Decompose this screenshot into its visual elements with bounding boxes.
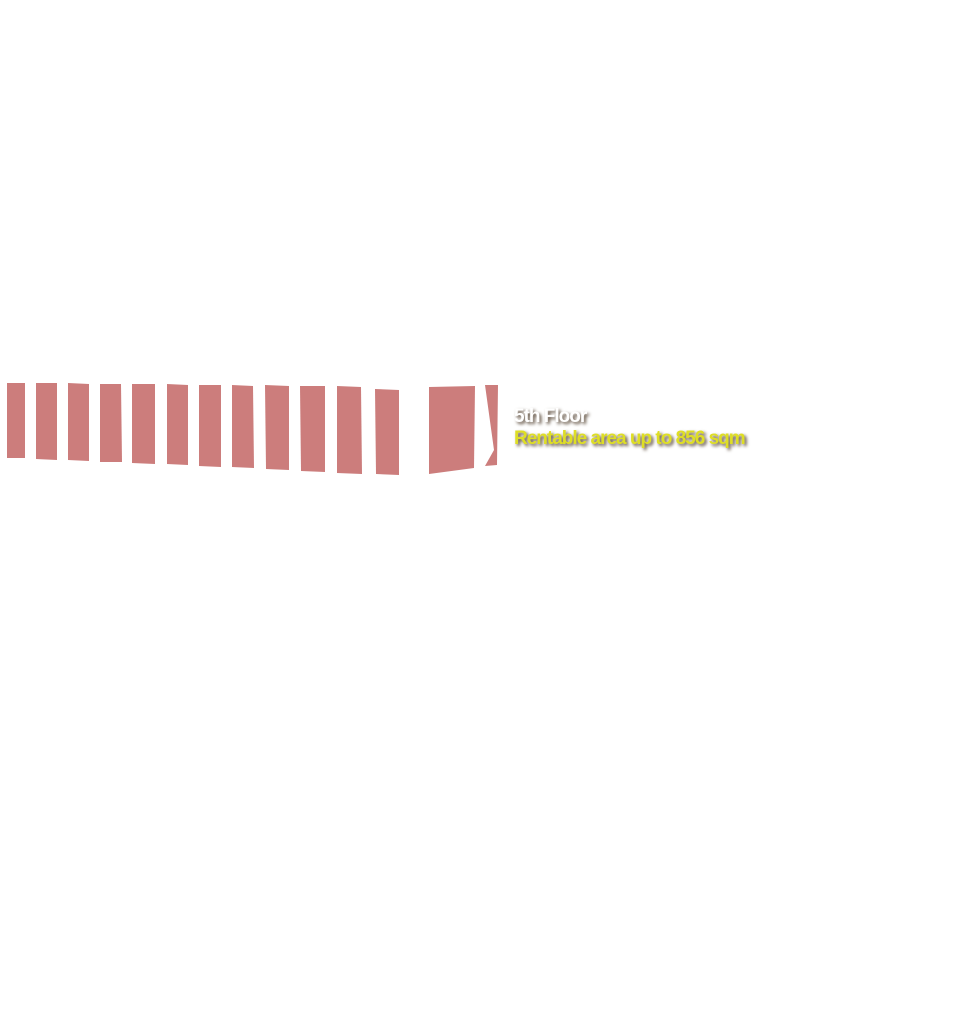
floor-window-segment[interactable] bbox=[232, 385, 254, 468]
floor-window-segment[interactable] bbox=[132, 384, 155, 464]
floor-window-segment[interactable] bbox=[68, 383, 89, 461]
floor-window-segment[interactable] bbox=[199, 385, 221, 467]
floor-title: 5th Floor bbox=[514, 406, 587, 427]
floor-window-segment[interactable] bbox=[7, 383, 25, 458]
floor-rentable-area: Rentable area up to 856 sqm bbox=[514, 428, 746, 449]
floor-window-segment[interactable] bbox=[100, 384, 122, 462]
floor-window-segment[interactable] bbox=[375, 389, 399, 475]
floor-window-segment[interactable] bbox=[337, 386, 362, 474]
floor-window-segment[interactable] bbox=[265, 385, 289, 470]
floor-window-segment[interactable] bbox=[485, 385, 498, 466]
floor-window-segment[interactable] bbox=[167, 384, 188, 465]
floor-window-segment[interactable] bbox=[300, 386, 325, 472]
floor-window-segment[interactable] bbox=[429, 386, 475, 474]
floor-info-label: 5th Floor Rentable area up to 856 sqm bbox=[514, 406, 746, 450]
floor-window-segment[interactable] bbox=[36, 383, 57, 460]
